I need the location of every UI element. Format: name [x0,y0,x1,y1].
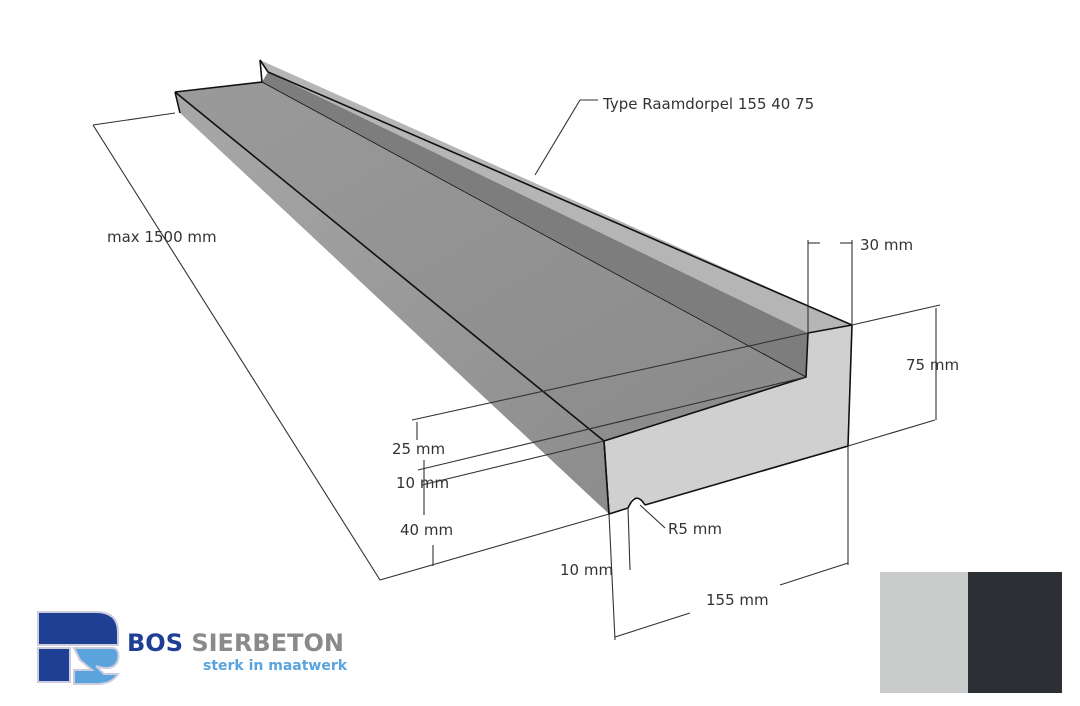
type-label: Type Raamdorpel 155 40 75 [602,95,814,113]
logo-brand-secondary: SIERBETON [191,629,344,657]
sloped-top-face [175,82,806,441]
front-height-label: 40 mm [400,521,453,539]
drip-offset-label: 10 mm [560,561,613,579]
front-step-label: 10 mm [396,474,449,492]
length-label: max 1500 mm [107,228,217,246]
sill-body [174,59,853,516]
depth-label: 155 mm [706,591,769,609]
logo-brand: BOS SIERBETON [127,629,344,657]
front-face [175,92,609,514]
height-label: 75 mm [906,356,959,374]
step-width-label: 30 mm [860,236,913,254]
dimension-labels: Type Raamdorpel 155 40 75 max 1500 mm 30… [107,95,959,609]
end-face [604,325,852,514]
radius-label: R5 mm [668,520,722,538]
swatch-anthracite [968,572,1062,693]
logo-brand-primary: BOS [127,629,183,657]
logo-mark [37,611,120,685]
swatch-light-gray [880,572,968,693]
dimension-lines [92,99,941,641]
color-swatches [880,572,1062,693]
slope-drop-label: 25 mm [392,440,445,458]
step-face [262,72,808,377]
logo-tagline: sterk in maatwerk [203,658,348,674]
